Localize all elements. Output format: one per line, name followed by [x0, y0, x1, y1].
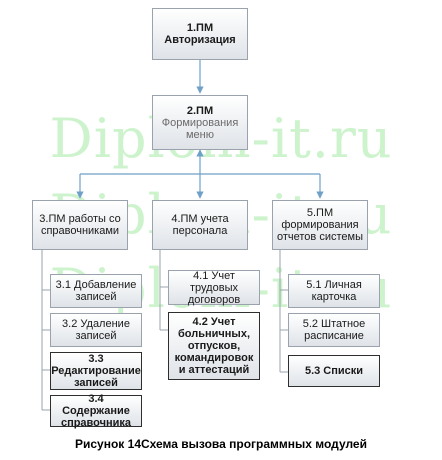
node-branch-3-label: 3.ПМ работы со справочниками: [39, 213, 121, 237]
node-3-4: 3.4 Содержание справочника: [50, 393, 142, 429]
node-authorization: 1.ПМ Авторизация: [152, 8, 248, 60]
node-branch-5-label: 5.ПМ формирования отчетов системы: [277, 207, 363, 243]
node-3-1-label: 3.1 Добавление записей: [55, 279, 137, 303]
node-menu-title: 2.ПМ: [186, 104, 214, 117]
node-3-4-label: 3.4 Содержание справочника: [60, 393, 132, 429]
node-3-2-label: 3.2 Удаление записей: [62, 318, 130, 342]
node-3-1: 3.1 Добавление записей: [50, 274, 142, 308]
node-menu: 2.ПМ Формирования меню: [152, 95, 248, 150]
node-3-2: 3.2 Удаление записей: [50, 313, 142, 347]
node-branch-5: 5.ПМ формирования отчетов системы: [272, 200, 368, 250]
node-4-2: 4.2 Учет больничных, отпусков, командиро…: [168, 312, 260, 380]
node-5-1: 5.1 Личная карточка: [288, 274, 380, 308]
node-branch-4-label: 4.ПМ учета персонала: [171, 213, 229, 237]
node-4-1-label: 4.1 Учет трудовых договоров: [187, 269, 241, 306]
node-4-2-label: 4.2 Учет больничных, отпусков, командиро…: [174, 316, 254, 376]
node-5-2-label: 5.2 Штатное расписание: [302, 318, 366, 342]
node-3-3: 3.3 Редактирование записей: [50, 352, 142, 390]
node-branch-3: 3.ПМ работы со справочниками: [32, 200, 128, 250]
node-menu-subtitle: Формирования меню: [161, 116, 239, 141]
node-3-3-label: 3.3 Редактирование записей: [51, 353, 141, 389]
node-5-3: 5.3 Списки: [288, 355, 380, 387]
node-4-1: 4.1 Учет трудовых договоров: [168, 269, 260, 306]
node-authorization-label: 1.ПМ Авторизация: [164, 22, 236, 46]
node-branch-4: 4.ПМ учета персонала: [152, 200, 248, 250]
node-5-1-label: 5.1 Личная карточка: [306, 279, 362, 303]
node-5-3-label: 5.3 Списки: [304, 365, 364, 377]
figure-caption: Рисунок 14Схема вызова программных модул…: [75, 437, 367, 451]
node-5-2: 5.2 Штатное расписание: [288, 313, 380, 347]
